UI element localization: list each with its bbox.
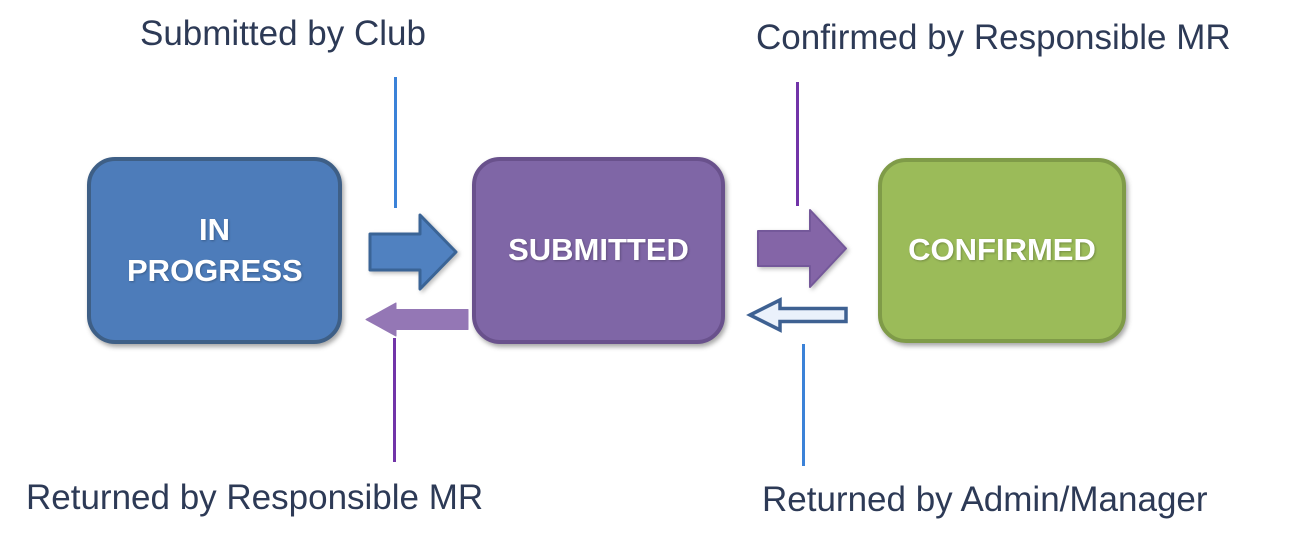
node-in-progress-label: IN PROGRESS	[127, 212, 303, 288]
node-submitted-label: SUBMITTED	[508, 232, 689, 268]
node-confirmed: CONFIRMED	[878, 158, 1126, 343]
connector-line-returned-by-responsible-mr	[393, 338, 396, 462]
left-arrow-icon-submitted-to-in-progress	[365, 302, 469, 337]
annotation-confirmed-by-responsible-mr: Confirmed by Responsible MR	[756, 18, 1231, 57]
node-confirmed-label: CONFIRMED	[908, 232, 1096, 268]
annotation-returned-by-responsible-mr: Returned by Responsible MR	[26, 478, 484, 517]
node-in-progress: IN PROGRESS	[87, 157, 342, 344]
connector-line-confirmed-by-responsible-mr	[796, 82, 799, 206]
left-arrow-icon-confirmed-to-submitted	[746, 297, 848, 333]
connector-line-submitted-by-club	[394, 77, 397, 208]
right-arrow-icon-submitted-to-confirmed	[757, 209, 847, 288]
right-arrow-icon-in-progress-to-submitted	[368, 213, 458, 291]
node-submitted: SUBMITTED	[472, 157, 725, 344]
annotation-submitted-by-club: Submitted by Club	[140, 14, 426, 53]
connector-line-returned-by-admin-manager	[802, 344, 805, 466]
annotation-returned-by-admin-manager: Returned by Admin/Manager	[762, 480, 1208, 519]
